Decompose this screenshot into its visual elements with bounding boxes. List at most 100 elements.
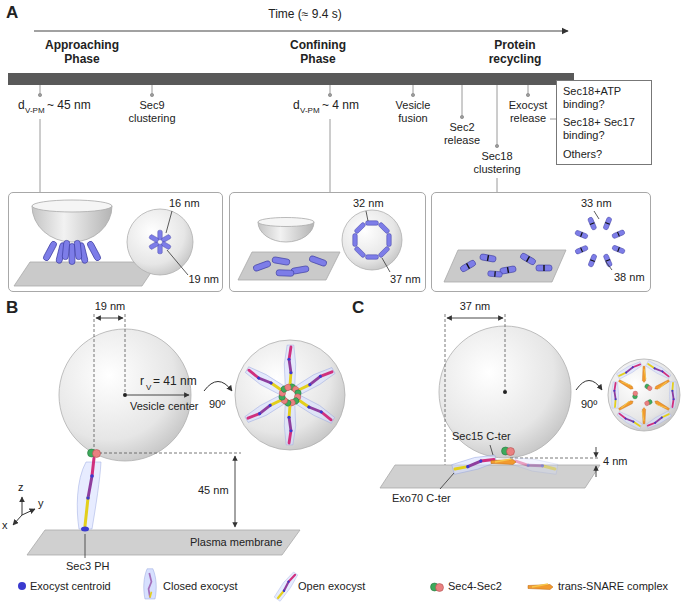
recycle-illustration [444, 211, 625, 282]
side-view-b [22, 497, 23, 515]
confine-illustration [342, 210, 402, 270]
question-text: Sec18+ Sec17 binding? [563, 116, 645, 141]
side-view-b [13, 515, 22, 525]
confine-illustration [366, 221, 379, 226]
top-view-c [644, 383, 653, 391]
confine-illustration [387, 234, 392, 247]
subscript: V [146, 383, 151, 392]
side-view-b [96, 318, 123, 319]
top-view-c [644, 399, 653, 407]
side-view-b [85, 498, 88, 526]
legend-icon [431, 583, 444, 592]
top-view-c [618, 379, 634, 390]
approach-illustration [167, 250, 188, 275]
timeline-tick [411, 93, 414, 96]
approach-illustration [14, 200, 193, 286]
approach-illustration [149, 234, 160, 243]
phase-title: Approaching Phase [36, 39, 128, 67]
confine-illustration [366, 211, 368, 221]
side-view-c [596, 466, 597, 477]
timeline-tick [460, 115, 463, 118]
stage-panel: 33 nm38 nm [431, 192, 651, 292]
legend-icon [144, 569, 157, 599]
side-view-b [88, 476, 92, 498]
side-view-b [94, 314, 95, 450]
recycle-illustration [575, 245, 589, 254]
recycle-illustration [587, 217, 596, 231]
recycle-illustration [460, 259, 477, 272]
confine-illustration [258, 218, 314, 227]
event-label: Sec2 release [440, 121, 484, 146]
legend-icon [274, 571, 299, 602]
event-label: Vesicle fusion [388, 99, 438, 124]
legend-swatch [18, 582, 26, 590]
subscript: V-PM [300, 106, 320, 115]
confine-illustration [366, 211, 390, 272]
side-view-b [125, 314, 126, 393]
part-label: Exo70 C-ter [392, 492, 451, 505]
phase-title: Confining Phase [278, 39, 358, 67]
timeline-bar [8, 73, 574, 85]
approach-illustration [74, 240, 82, 260]
legend-item: Closed exocyst [163, 580, 238, 593]
distance-symbol: d [293, 99, 300, 113]
leader-line [40, 119, 556, 192]
approach-illustration [166, 211, 172, 233]
distance-symbol: d [18, 99, 25, 113]
recycle-illustration [588, 254, 597, 268]
event-label: Sec9 clustering [122, 99, 182, 124]
recycle-illustration [612, 229, 626, 238]
side-view-c [513, 456, 558, 475]
recycle-illustration [536, 265, 552, 271]
timeline-tick [497, 85, 498, 146]
event-label: Exocyst release [505, 99, 551, 124]
side-view-c [490, 445, 493, 455]
top-view-c [645, 410, 671, 429]
side-view-c [505, 314, 506, 390]
top-view-c [618, 400, 634, 411]
legend-text: trans-SNARE complex [558, 580, 668, 593]
approach-illustration [161, 234, 172, 243]
side-view-c [380, 465, 600, 488]
confine-illustration [354, 246, 366, 258]
confine-illustration [272, 257, 290, 266]
top-view-b [235, 340, 345, 450]
leader-line [40, 119, 41, 192]
side-view-b [85, 534, 86, 558]
axis-title: Time (≈ 9.4 s) [235, 8, 375, 22]
legend-item: Exocyst centroid [18, 580, 111, 593]
event-label: Sec18 clustering [469, 150, 525, 175]
top-view-c [616, 410, 642, 429]
time-arrow [34, 31, 568, 32]
dimension-label: 32 nm [353, 197, 384, 210]
recycle-illustration [603, 217, 612, 231]
recycle-illustration [594, 211, 612, 270]
top-view-c [611, 382, 618, 408]
dimension-label: 4 nm [603, 455, 627, 468]
phase-title: Protein recycling [479, 39, 551, 67]
panel-letter: B [6, 298, 18, 318]
top-view-b [280, 383, 292, 394]
top-view-c [654, 400, 670, 411]
point-label: Vesicle center [130, 400, 198, 413]
dimension-label: 19 nm [188, 273, 219, 286]
dimension-label: = 41 nm [153, 375, 197, 389]
dimension-label: 37 nm [390, 273, 421, 286]
side-view-b [27, 530, 300, 555]
confine-illustration [382, 258, 390, 272]
side-view-b [86, 496, 89, 499]
side-view-b [77, 462, 101, 529]
legend-item: Open exocyst [298, 580, 365, 593]
confine-illustration [238, 252, 340, 280]
legend-text: Open exocyst [298, 580, 365, 593]
timeline-tick [526, 93, 529, 96]
axis-label: y [38, 497, 44, 510]
legend-text: Closed exocyst [163, 580, 238, 593]
leader-line [330, 119, 331, 192]
recycle-illustration [594, 211, 599, 219]
approach-illustration [62, 240, 70, 260]
side-view-b [59, 329, 191, 461]
side-view-b [13, 497, 35, 525]
legend-icon [144, 569, 553, 602]
approach-illustration [69, 244, 75, 265]
